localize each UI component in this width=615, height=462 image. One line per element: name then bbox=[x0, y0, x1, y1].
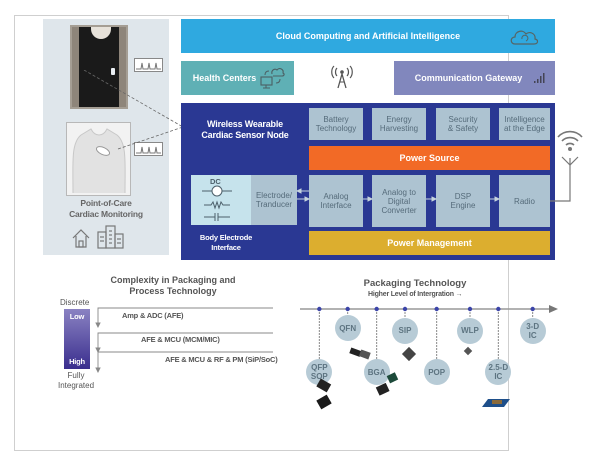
home-buildings-icons bbox=[72, 225, 124, 249]
home-icon bbox=[72, 229, 90, 248]
cloud-sync-icon bbox=[510, 30, 539, 45]
low-label: Low bbox=[69, 312, 85, 321]
signal-flow-arrows bbox=[296, 188, 501, 202]
circuit-symbols-icon bbox=[202, 185, 232, 221]
power-source-bar: Power Source bbox=[309, 146, 550, 170]
timeline-dot bbox=[374, 306, 379, 312]
wearable-vest-photo bbox=[70, 25, 128, 109]
package-type-bga: BGA bbox=[363, 359, 390, 386]
package-type-sip: SIP bbox=[392, 317, 418, 344]
qfp-chip-icon bbox=[316, 378, 332, 410]
buildings-icon bbox=[97, 225, 124, 249]
fully-integrated-label: Fully Integrated bbox=[57, 371, 95, 390]
timeline-dot bbox=[467, 306, 473, 312]
dc-label: DC bbox=[210, 177, 221, 186]
timeline-dot bbox=[345, 306, 350, 312]
discrete-label: Discrete bbox=[60, 298, 90, 307]
timeline-dot bbox=[402, 306, 408, 312]
complexity-title: Complexity in Packaging and Process Tech… bbox=[110, 275, 236, 296]
ecg-strip-icon bbox=[134, 142, 163, 156]
package-type-wlp: WLP bbox=[457, 317, 483, 344]
package-chip-images bbox=[316, 346, 510, 410]
body-electrode-label: Body Electrode Interface bbox=[199, 233, 253, 252]
wifi-antenna-icon bbox=[550, 130, 583, 202]
qfn-chip-icon bbox=[349, 347, 371, 360]
sensor-node-title: Wireless Wearable Cardiac Sensor Node bbox=[201, 119, 289, 140]
package-type-pop: POP bbox=[423, 359, 450, 386]
electrode-transducer-box: Electrode/Tranducer bbox=[251, 175, 297, 225]
wlp-chip-icon bbox=[463, 346, 473, 356]
timeline-dot bbox=[317, 306, 322, 312]
package-type-qfn: QFN bbox=[334, 315, 361, 342]
complexity-row-mcm: AFE & MCU (MCM/MIC) bbox=[141, 335, 220, 344]
complexity-row-afe: Amp & ADC (AFE) bbox=[122, 311, 184, 320]
25d-ic-chip-icon bbox=[482, 399, 510, 407]
sip-chip-icon bbox=[401, 346, 417, 362]
radio-box: Radio bbox=[499, 175, 550, 227]
timeline-dot bbox=[496, 306, 501, 312]
radio-tower-icon bbox=[331, 65, 353, 89]
computer-cloud-icon bbox=[260, 68, 285, 89]
signal-bars-icon bbox=[534, 73, 545, 83]
connector-lines bbox=[83, 70, 184, 150]
integration-scale-bar bbox=[64, 309, 90, 369]
packaging-subtitle: Higher Level of Intergration → bbox=[368, 291, 463, 298]
point-of-care-caption: Point-of-Care Cardiac Monitoring bbox=[69, 198, 143, 219]
high-label: High bbox=[69, 357, 85, 366]
power-management-bar: Power Management bbox=[309, 231, 550, 255]
security-safety-box: Security& Safety bbox=[436, 108, 490, 140]
complexity-brackets bbox=[95, 307, 273, 374]
communication-gateway-bar: Communication Gateway bbox=[394, 61, 555, 95]
timeline-dot bbox=[434, 306, 439, 312]
packaging-title: Packaging Technology bbox=[363, 278, 467, 289]
cloud-computing-bar: Cloud Computing and Artificial Intellige… bbox=[181, 19, 555, 53]
ecg-strip-icon bbox=[134, 58, 163, 72]
bga-chip-icon bbox=[375, 372, 399, 396]
chest-patch-illustration bbox=[66, 122, 131, 196]
complexity-row-sip: AFE & MCU & RF & PM (SiP/SoC) bbox=[165, 355, 278, 364]
timeline-dot bbox=[530, 306, 535, 312]
packaging-timeline bbox=[300, 305, 558, 360]
health-centers-bar: Health Centers bbox=[181, 61, 294, 95]
